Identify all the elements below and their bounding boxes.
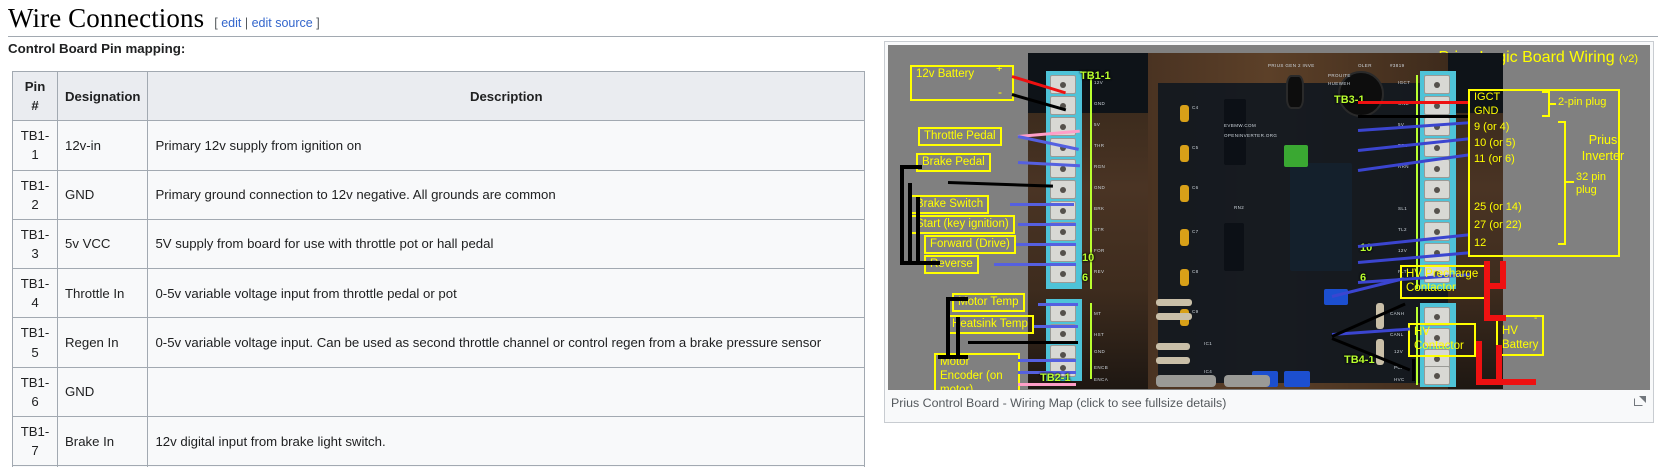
terminal-tag-tb2-1: TB2-1 [1040,372,1071,384]
cell-designation: 12v-in [56,120,149,171]
label-2-pin-plug: 2-pin plug [1558,96,1607,108]
annotation-hv-contactor-label: HV Contactor [1414,326,1464,352]
diagram-title-version: (v2) [1619,53,1638,65]
cell-description: 12v digital input from brake light switc… [147,415,865,467]
cell-pin: TB1-1 [12,120,58,171]
edit-links: [ edit | edit source ] [214,16,319,30]
link-separator: | [244,16,249,30]
terminal-tag-tb3-1: TB3-1 [1334,94,1365,106]
annotation-throttle-pedal: Throttle Pedal [918,127,1002,147]
prius-inverter-box [1468,89,1620,257]
annotation-hv-battery: HV Battery [1496,315,1544,356]
inverter-pin-27: 27 (or 22) [1474,219,1522,231]
bracket-open: [ [214,16,218,30]
cell-designation: Brake In [56,415,149,467]
cell-description: 12v digital input from "Start" position … [147,465,865,467]
cell-pin: TB1-4 [12,268,58,319]
annotation-12v-battery-label: 12v Battery [916,68,975,80]
annotation-hv-precharge-contactor: HV Precharge Contactor [1400,265,1486,299]
table-row: TB1-5 Regen In 0-5v variable voltage inp… [12,317,865,368]
annotation-start-key-ignition: Start (key ignition) [910,215,1015,235]
pin-mapping-table: Pin # Designation Description TB1-1 12v-… [12,70,865,467]
bracket-close: ] [316,16,320,30]
annotation-forward-drive: Forward (Drive) [924,235,1016,255]
annotation-hv-contactor: HV Contactor [1408,323,1476,357]
thumbnail-caption-bar: Prius Control Board - Wiring Map (click … [888,390,1650,418]
page-title: Wire Connections [8,3,205,33]
annotation-forward-label: Forward (Drive) [930,238,1010,250]
label-prius-inverter: Prius Inverter [1581,133,1625,163]
annotation-start-label: Start (key ignition) [916,218,1009,230]
table-row: TB1-1 12v-in Primary 12v supply from ign… [12,120,865,171]
annotation-reverse-label: Reverse [930,258,973,270]
cell-designation: GND [56,169,149,220]
thumbnail-caption-text: Prius Control Board - Wiring Map (click … [891,396,1227,410]
edit-source-link[interactable]: edit source [251,16,313,30]
terminal-tag-tb4-1: TB4-1 [1344,354,1375,366]
inverter-pin-9: 9 (or 4) [1474,121,1510,133]
terminal-tag-left-10: 10 [1082,252,1095,264]
subheading: Control Board Pin mapping: [8,41,186,56]
annotation-throttle-pedal-label: Throttle Pedal [924,130,996,142]
cell-description: 0-5v variable voltage input. Can be used… [147,317,865,368]
wiring-map-image[interactable]: Prius Logic Board Wiring (v2) [888,45,1650,390]
annotation-brake-switch: Brake Switch [910,195,990,215]
table-body: TB1-1 12v-in Primary 12v supply from ign… [12,120,865,467]
cell-designation: Start In [56,465,149,467]
cell-description: 5V supply from board for use with thrott… [147,218,865,270]
cell-description: 0-5v variable voltage input from throttl… [147,268,865,319]
cell-designation: 5v VCC [56,218,149,270]
cell-description [147,366,865,417]
table-row: TB1-8 Start In 12v digital input from "S… [12,465,865,467]
battery-minus-sign: - [998,85,1002,99]
column-header-pin: Pin # [12,70,58,122]
annotation-motor-encoder: Motor Encoder (on motor) [934,353,1020,390]
inverter-pin-25: 25 (or 14) [1474,201,1522,213]
terminal-tag-tb1-1: TB1-1 [1080,70,1111,82]
annotation-heatsink-temp-label: Heatsink Temp [952,318,1028,330]
annotation-brake-pedal: Brake Pedal [916,153,991,173]
annotation-motor-temp: Motor Temp [952,293,1025,313]
inverter-pin-gnd: GND [1474,105,1499,117]
cell-pin: TB1-6 [12,366,58,417]
inverter-pin-11: 11 (or 6) [1474,153,1515,165]
cell-pin: TB1-7 [12,415,58,467]
annotation-brake-pedal-label: Brake Pedal [922,156,985,168]
table-header-row: Pin # Designation Description [12,70,865,122]
cell-pin: TB1-5 [12,317,58,368]
section-heading: Wire Connections [ edit | edit source ] [8,3,1658,37]
terminal-tag-left-6: 6 [1082,272,1089,284]
edit-link[interactable]: edit [221,16,242,30]
annotation-hv-precharge-label: HV Precharge Contactor [1406,268,1479,294]
inverter-pin-10: 10 (or 5) [1474,137,1516,149]
cell-description: Primary ground connection to 12v negativ… [147,169,865,220]
table-row: TB1-4 Throttle In 0-5v variable voltage … [12,268,865,319]
terminal-tag-right-6: 6 [1360,272,1367,284]
image-thumbnail[interactable]: Prius Logic Board Wiring (v2) [884,41,1654,423]
label-32-pin-plug: 32 pin plug [1576,171,1606,197]
battery-plus-sign: + [996,63,1003,75]
inverter-pin-igct: IGCT [1474,91,1501,103]
table-row: TB1-6 GND [12,366,865,417]
table-row: TB1-3 5v VCC 5V supply from board for us… [12,218,865,270]
cell-designation: Regen In [56,317,149,368]
annotation-motor-encoder-label: Motor Encoder (on motor) [940,356,1003,390]
column-header-description: Description [147,70,865,122]
hv-battery-minus-sign: - [1534,313,1538,324]
control-board-photo: 12V GND 5V THR RGN GND BRK STR FOR REV M… [1028,53,1503,389]
table-row: TB1-2 GND Primary ground connection to 1… [12,169,865,220]
magnify-icon[interactable] [1634,396,1646,408]
cell-pin: TB1-2 [12,169,58,220]
annotation-hv-battery-label: HV Battery [1502,325,1539,351]
annotation-12v-battery: 12v Battery [910,65,1014,101]
cell-designation: GND [56,366,149,417]
inverter-pin-12: 12 [1474,237,1487,249]
annotation-brake-switch-label: Brake Switch [916,198,984,210]
table-row: TB1-7 Brake In 12v digital input from br… [12,415,865,467]
cell-description: Primary 12v supply from ignition on [147,120,865,171]
cell-pin: TB1-3 [12,218,58,270]
annotation-motor-temp-label: Motor Temp [958,296,1019,308]
column-header-designation: Designation [56,70,149,122]
cell-designation: Throttle In [56,268,149,319]
